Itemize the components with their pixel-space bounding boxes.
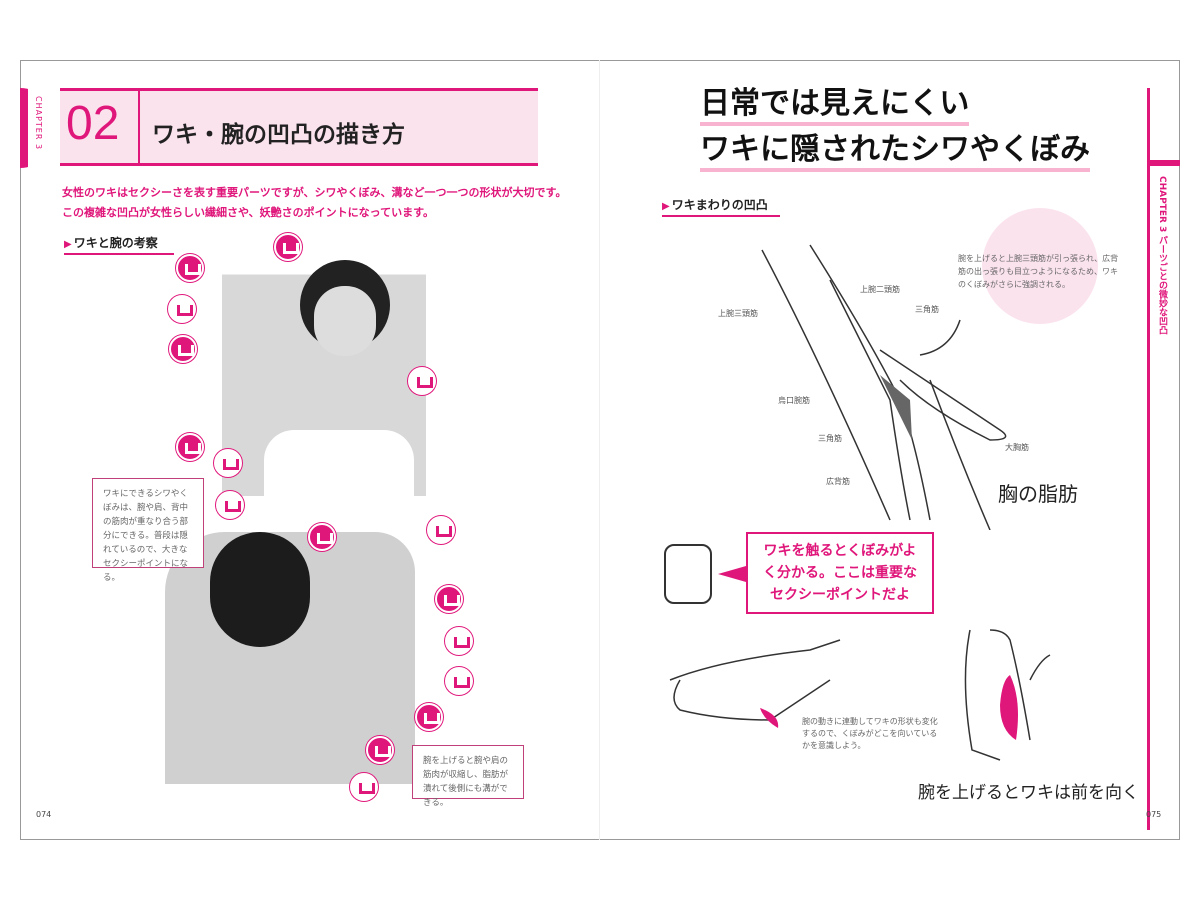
title-divider [138,91,140,163]
marker-icon [350,773,378,801]
bubble-pointer [718,566,746,582]
marker-icon [445,667,473,695]
side-tab-line [1147,88,1150,830]
side-tab-text: CHAPTER 3 パーツごとの微妙な凹凸 [1157,176,1167,335]
headline-line-1: 日常では見えにくい [700,86,970,126]
label-biceps: 上腕二頭筋 [860,285,900,294]
marker-icon [214,449,242,477]
intro-line: 女性のワキはセクシーさを表す重要パーツですが、シワやくぼみ、溝など一つ一つの形状… [62,186,567,199]
intro-line: この複雑な凹凸が女性らしい繊細さや、妖艶さのポイントになっています。 [62,206,435,219]
handwritten-caption: 腕を上げるとワキは前を向く [918,783,1139,803]
note-box: 腕を上げると腕や肩の筋肉が収縮し、脂肪が潰れて後側にも溝ができる。 [412,745,524,808]
label-latissimus: 広背筋 [826,477,850,486]
label-deltoid: 三角筋 [915,305,939,314]
spine [599,60,600,840]
note-bottom: 腕の動きに連動してワキの形状も変化するので、くぼみがどこを向いているかを意識しよ… [802,717,938,750]
triangle-icon: ▶ [662,201,670,212]
marker-icon [176,254,204,282]
page-number: 075 [1146,810,1162,819]
marker-icon [445,627,473,655]
marker-icon [408,367,436,395]
marker-icon [435,585,463,613]
headline-line-2: ワキに隠されたシワやくぼみ [700,132,1090,172]
label-deltoid: 三角筋 [818,434,842,443]
marker-icon [216,491,244,519]
marker-icon [308,523,336,551]
decorative-circle [982,208,1098,324]
marker-icon [366,736,394,764]
side-tab-marker [1147,160,1180,166]
arm-sketches [669,629,1051,761]
photo-hair [210,532,310,647]
chapter-tab-inner [28,88,54,168]
photo-bikini [264,430,414,496]
photo-front [222,250,426,496]
section-number: 02 [66,97,120,150]
marker-icon [427,516,455,544]
label-triceps: 上腕三頭筋 [718,309,758,318]
page-number: 074 [36,810,52,819]
armpit-sketch [761,244,1007,530]
section-heading: ▶ワキと腕の考察 [64,234,174,255]
marker-icon [274,233,302,261]
note-top: 腕を上げると上腕三頭筋が引っ張られ、広背筋の出っ張りも目立つようになるため、ワキ… [958,254,1119,289]
triangle-icon: ▶ [64,239,72,250]
mascot-icon [664,544,712,604]
label-coracobrachialis: 烏口腕筋 [778,396,810,405]
label-pectoralis: 大胸筋 [1005,443,1029,452]
speech-bubble: ワキを触るとくぼみがよく分かる。ここは重要なセクシーポイントだよ [746,532,934,614]
page-title: ワキ・腕の凹凸の描き方 [152,122,405,148]
book-spread [20,60,1180,840]
marker-icon [176,433,204,461]
marker-icon [415,703,443,731]
note-box: ワキにできるシワやくぼみは、腕や肩、背中の筋肉が重なり合う部分にできる。普段は隠… [92,478,204,583]
section-heading-text: ワキまわりの凹凸 [671,198,768,212]
section-heading-text: ワキと腕の考察 [73,236,158,250]
section-heading: ▶ワキまわりの凹凸 [662,196,780,217]
photo-face [314,286,376,356]
intro-text: 女性のワキはセクシーさを表す重要パーツですが、シワやくぼみ、溝など一つ一つの形状… [62,183,566,223]
handwritten-note: 胸の脂肪 [998,482,1078,506]
marker-icon [169,335,197,363]
chapter-label: CHAPTER 3 [34,96,43,151]
marker-icon [168,295,196,323]
